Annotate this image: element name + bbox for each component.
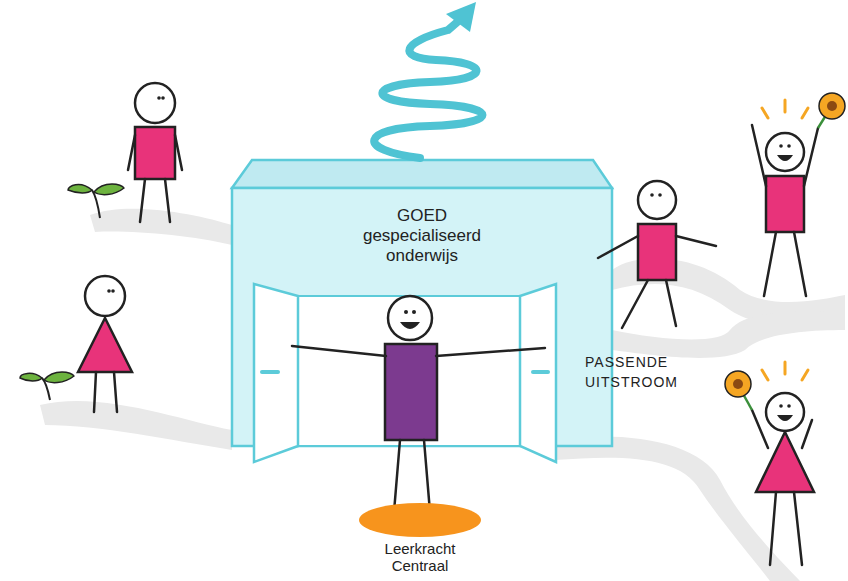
building-roof xyxy=(232,160,612,188)
orange-ellipse xyxy=(359,503,481,537)
school-building: GOED gespecialiseerd onderwijs xyxy=(232,190,612,285)
sprouts xyxy=(20,184,124,400)
building-title: GOED gespecialiseerd onderwijs xyxy=(347,190,497,266)
outflow-label: PASSENDE UITSTROOM xyxy=(585,352,697,392)
joy-rays xyxy=(762,100,808,380)
right-door xyxy=(520,284,556,462)
teacher-spot: Leerkracht Centraal xyxy=(355,500,485,578)
orange-spot xyxy=(355,500,485,540)
figures xyxy=(78,83,818,565)
door-handle xyxy=(533,370,548,374)
teacher-caption: Leerkracht Centraal xyxy=(355,500,485,574)
faces xyxy=(107,96,793,421)
spiral-arrow xyxy=(374,2,482,158)
left-door xyxy=(254,284,298,462)
building xyxy=(232,160,612,462)
flowers xyxy=(725,93,845,410)
spiral xyxy=(374,18,482,158)
arrow-head xyxy=(446,2,476,32)
door-opening xyxy=(298,296,520,446)
door-handle xyxy=(262,370,278,374)
